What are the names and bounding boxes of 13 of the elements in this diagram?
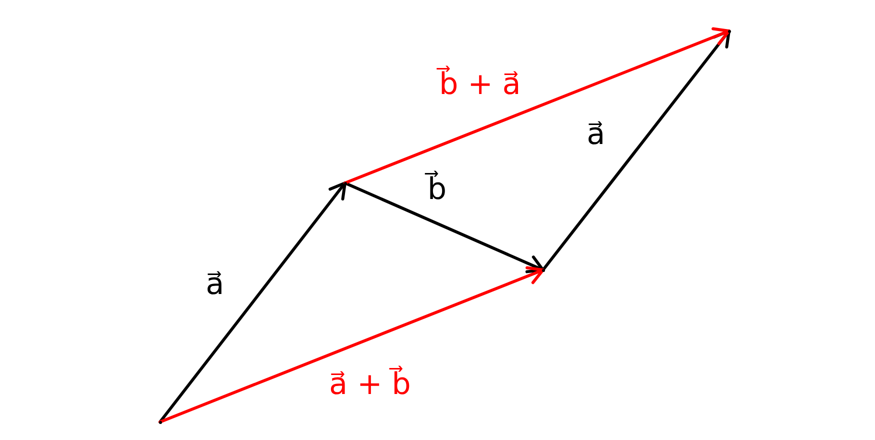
vector-arrow [344,27,730,184]
edge-label: a⃗ + b⃗ [329,367,411,403]
vector-arrow [344,182,544,274]
edge-label: a⃗ [206,267,224,303]
vertex-point [158,420,162,424]
vertex-point [728,30,730,32]
vertex-point [542,268,544,272]
edge-label: a⃗ [586,117,606,153]
vector-arrow [158,182,346,424]
vector-arrow [158,266,544,424]
edge-label: b⃗ + a⃗ [439,67,521,103]
vertex-point [344,182,346,184]
edge-label: b⃗ [427,172,447,208]
